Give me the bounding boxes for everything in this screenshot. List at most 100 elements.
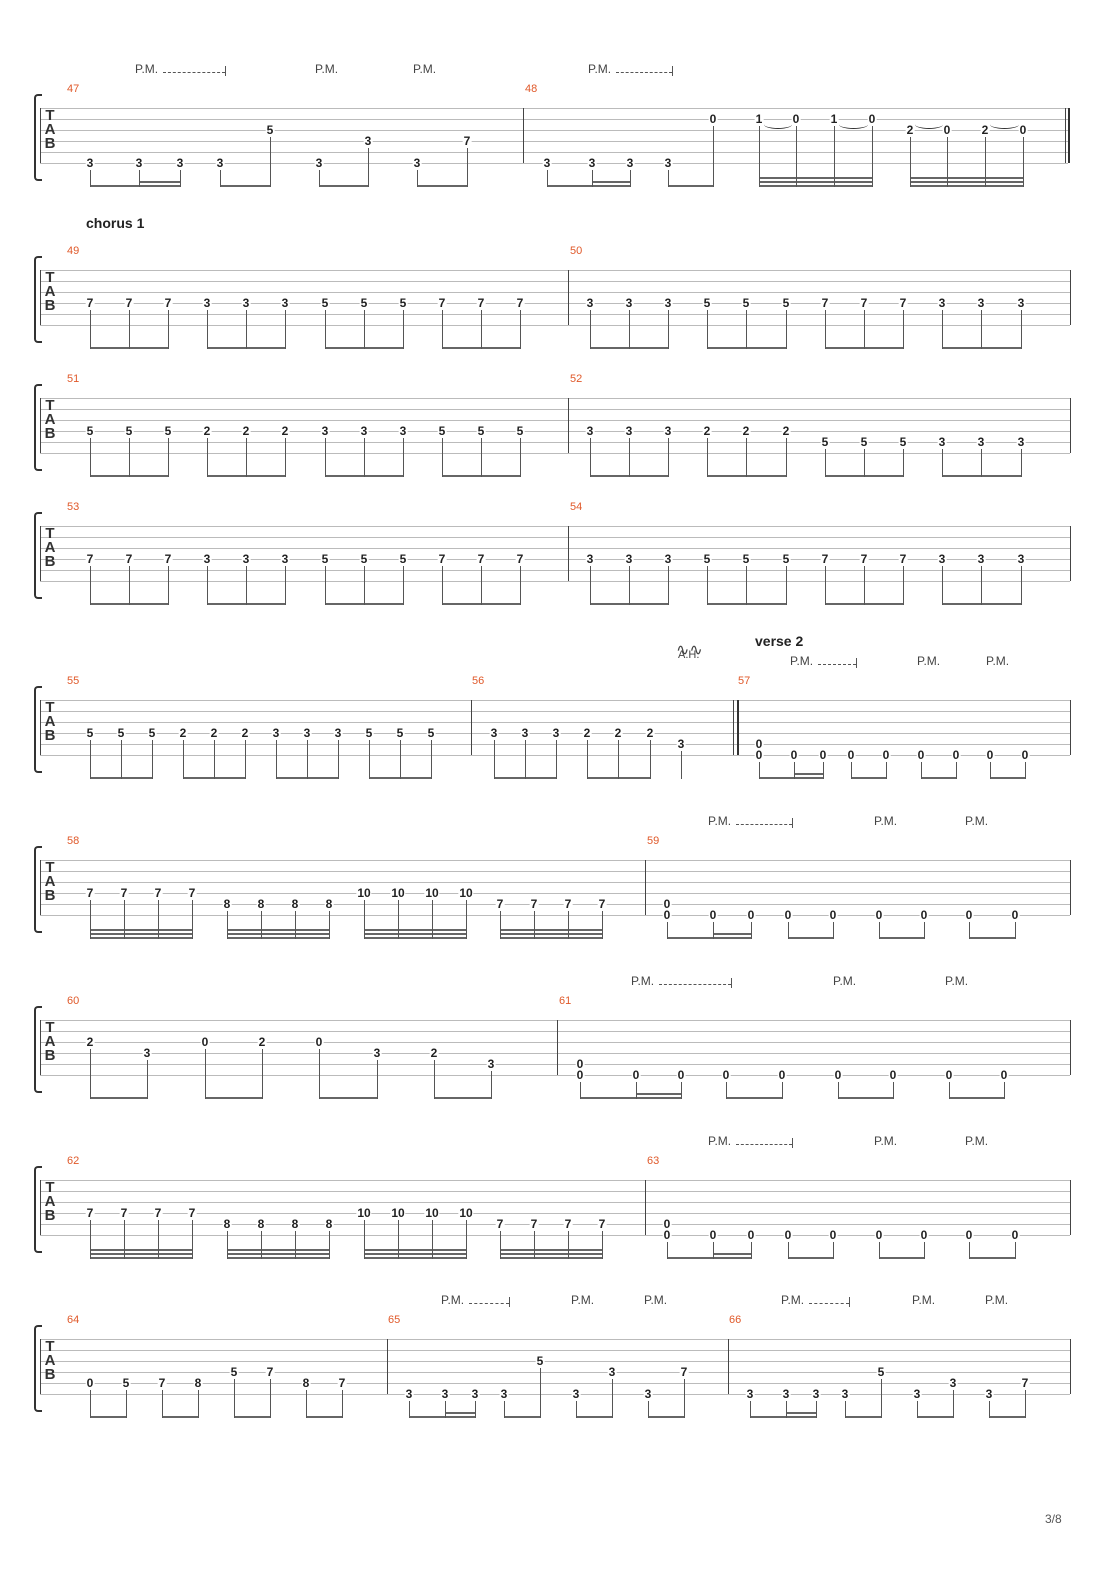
fret-number: 0 [828,908,838,922]
staff-line [40,915,1070,916]
staff-line [40,431,1070,432]
barline [1070,270,1071,325]
fret-number: 8 [256,1217,266,1231]
fret-number: 7 [337,1376,347,1390]
fret-number: 3 [314,156,324,170]
fret-number: 7 [820,296,830,310]
palm-mute-mark: P.M. [790,654,814,668]
fret-number: 5 [898,435,908,449]
note-stem [207,438,208,477]
staff-line [40,1361,1070,1362]
note-stem [746,310,747,349]
note-stem [713,1242,714,1259]
beam [969,937,1016,939]
fret-number: 0 [314,1035,324,1049]
note-stem [90,310,91,349]
fret-number: 3 [1016,435,1026,449]
note-stem [520,566,521,605]
barline [523,108,524,163]
note-stem [786,310,787,349]
fret-number: 0 [746,1228,756,1242]
note-stem [90,1390,91,1418]
fret-number: 3 [85,156,95,170]
palm-mute-extension [163,72,225,73]
note-stem [838,1082,839,1099]
note-stem [162,1390,163,1418]
note-stem [1021,566,1022,605]
note-stem [981,566,982,605]
fret-number: 5 [398,296,408,310]
note-stem [126,1390,127,1418]
beam [364,937,467,939]
fret-number: 0 [1018,123,1028,137]
palm-mute-mark: P.M. [588,62,612,76]
beam [234,1416,271,1418]
fret-number: 0 [828,1228,838,1242]
fret-number: 3 [241,296,251,310]
fret-number: 7 [495,1217,505,1231]
note-stem [329,1231,330,1259]
fret-number: 3 [359,424,369,438]
beam [713,937,752,939]
palm-mute-end [731,978,732,988]
note-stem [786,1401,787,1418]
note-stem [124,900,125,939]
fret-number: 7 [187,1206,197,1220]
tab-clef-letter: A [44,1033,56,1050]
beam [707,475,787,477]
beam [227,1253,330,1255]
fret-number: 0 [631,1068,641,1082]
fret-number: 7 [529,897,539,911]
note-stem [325,438,326,477]
fret-number: 0 [754,748,764,762]
tab-clef-letter: A [44,713,56,730]
note-stem [417,170,418,187]
palm-mute-end [792,818,793,828]
fret-number: 7 [529,1217,539,1231]
palm-mute-end [672,66,673,76]
note-stem [90,438,91,477]
system-bracket [34,94,42,181]
fret-number: 0 [708,908,718,922]
beam [759,177,873,179]
beam [667,937,752,939]
beam [364,929,467,931]
fret-number: 1 [754,112,764,126]
fret-number: 3 [520,726,530,740]
barline [728,1339,729,1394]
note-stem [246,566,247,605]
measure-number: 66 [729,1314,742,1326]
fret-number: 3 [663,296,673,310]
note-stem [475,1401,476,1418]
beam [989,1416,1026,1418]
fret-number: 0 [575,1057,585,1071]
note-stem [630,170,631,187]
fret-number: 2 [240,726,250,740]
note-stem [618,740,619,779]
staff-line [40,860,1070,861]
note-stem [845,1401,846,1418]
note-stem [568,1231,569,1259]
fret-number: 8 [290,1217,300,1231]
staff-line [40,130,1068,131]
note-stem [295,911,296,939]
note-stem [917,1401,918,1418]
beam [949,1097,1005,1099]
palm-mute-mark: P.M. [441,1293,465,1307]
fret-number: 5 [320,552,330,566]
barline [1065,108,1066,163]
page-number: 3/8 [1045,1512,1062,1526]
note-stem [168,310,169,349]
note-stem [124,1220,125,1259]
barline [40,1020,41,1075]
fret-number: 2 [582,726,592,740]
fret-number: 3 [486,1057,496,1071]
fret-number: 3 [840,1387,850,1401]
fret-number: 3 [663,552,673,566]
barline [1070,860,1071,915]
fret-number: 5 [85,726,95,740]
note-stem [432,1220,433,1259]
fret-number: 3 [625,156,635,170]
barline [1070,1339,1071,1394]
fret-number: 3 [202,552,212,566]
